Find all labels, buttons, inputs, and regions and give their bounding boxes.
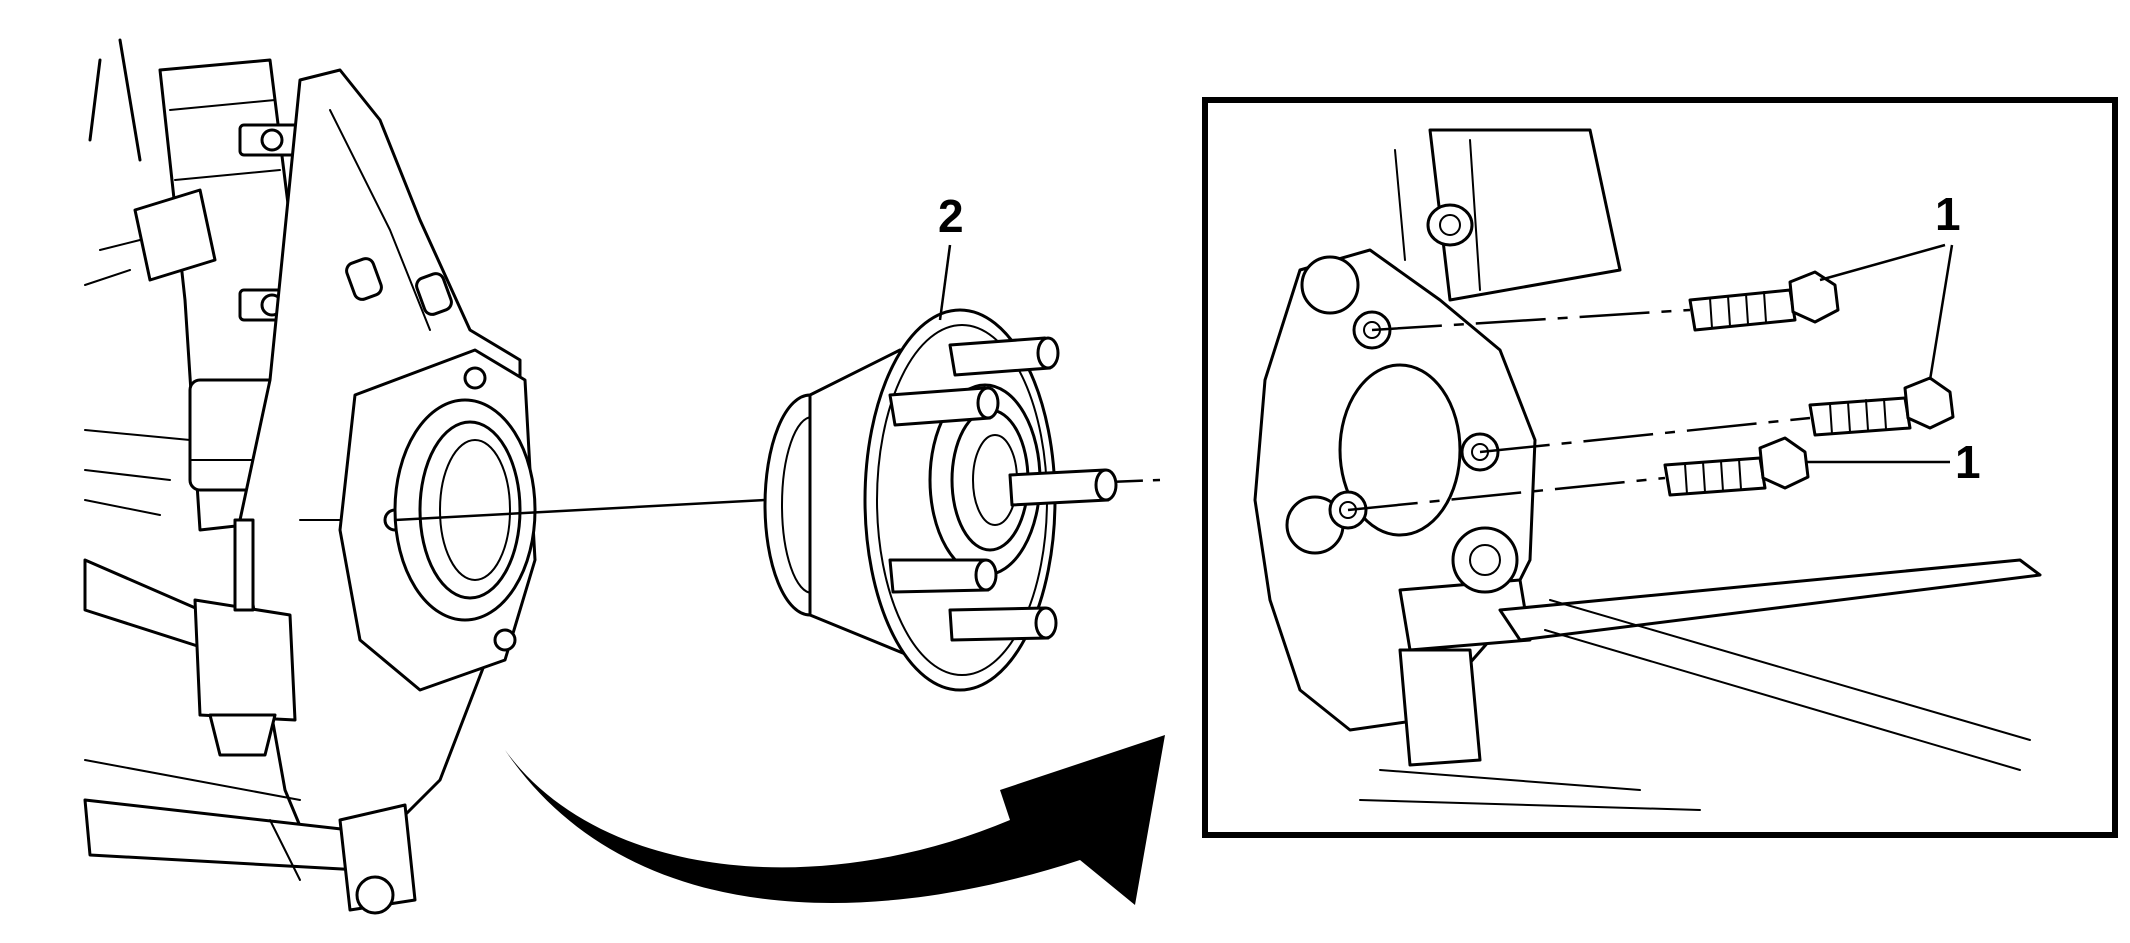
hub-alignment-line [394,498,766,522]
wheel-stud-4 [888,558,998,594]
hub-bearing-assembly [763,308,1118,692]
wheel-stud-2 [888,386,1000,427]
callout-bolt-top: 1 [1935,188,1961,240]
left-knuckle-assembly [83,38,537,915]
lower-control-arm [83,518,417,915]
bolt-alignment-middle [1479,416,1811,454]
callout-bolt-lower: 1 [1955,436,1981,488]
callout-bolt-top-leader-1 [1819,243,1946,282]
wheel-stud-1 [948,336,1060,377]
callout-hub-bearing-leader [938,244,952,321]
callout-hub-bearing: 2 [938,190,964,242]
bolt-alignment-top [1371,308,1691,332]
knuckle-bolt-top [1688,270,1840,332]
wheel-stud-5 [948,606,1058,642]
wheel-stud-3 [1008,468,1118,507]
knuckle-bolt-bottom [1663,436,1810,497]
callout-bolt-top-leader-2 [1928,244,1954,381]
detail-knuckle [1253,128,2042,811]
knuckle-bolt-middle [1808,376,1955,437]
view-transition-arrow [505,735,1165,905]
bolt-alignment-bottom [1347,476,1666,512]
knuckle-flange [338,348,537,692]
